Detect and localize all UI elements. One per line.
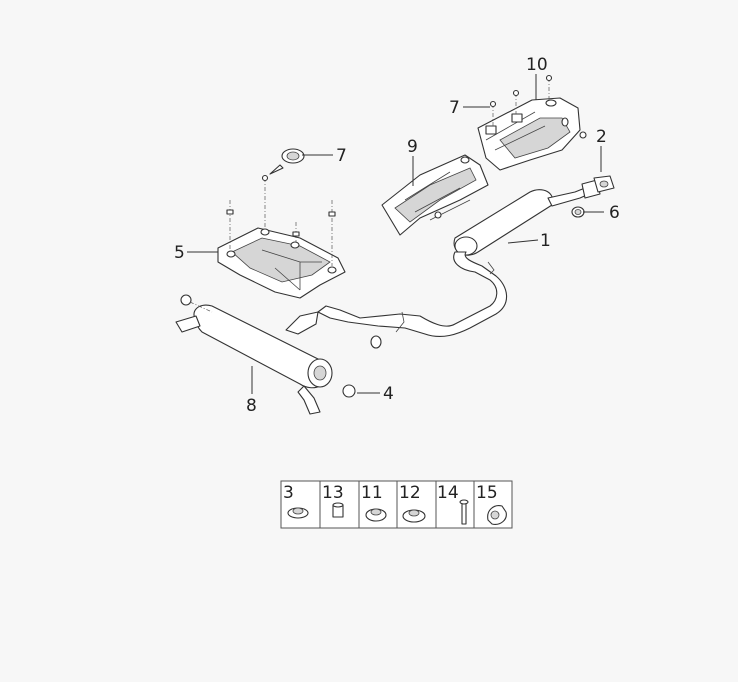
callout-4: 4	[383, 384, 394, 404]
legend-cell-11[interactable]: 11	[358, 480, 398, 529]
legend-cell-12[interactable]: 12	[396, 480, 437, 529]
callout-2: 2	[596, 127, 607, 147]
flange-nut-6[interactable]	[571, 206, 585, 218]
callout-9: 9	[407, 137, 418, 157]
heat-shield-5[interactable]	[217, 227, 346, 299]
legend-label-3: 3	[283, 483, 294, 503]
heat-shield-9[interactable]	[381, 154, 489, 236]
legend-label-15: 15	[476, 483, 498, 503]
legend-label-11: 11	[361, 483, 383, 503]
legend-cell-13[interactable]: 13	[319, 480, 360, 529]
heat-shield-10[interactable]	[477, 97, 587, 171]
callout-7-lower: 7	[336, 146, 347, 166]
callout-leaders	[187, 74, 604, 394]
legend-cell-3[interactable]: 3	[280, 480, 321, 529]
legend-label-12: 12	[399, 483, 421, 503]
callout-6: 6	[609, 203, 620, 223]
callout-1: 1	[540, 231, 551, 251]
screws-10	[489, 74, 553, 126]
legend-label-13: 13	[322, 483, 344, 503]
hanger-rubber-4[interactable]	[342, 335, 382, 398]
screws-5	[226, 174, 336, 266]
callout-10: 10	[526, 55, 548, 75]
callout-5: 5	[174, 243, 185, 263]
grommet-7-top	[269, 148, 305, 175]
muffler-8[interactable]	[175, 294, 333, 415]
legend-cell-14[interactable]: 14	[435, 480, 475, 529]
callout-8: 8	[246, 396, 257, 416]
muffler-assembly-1[interactable]	[317, 179, 601, 337]
callout-7-upper: 7	[449, 98, 460, 118]
legend-label-14: 14	[437, 483, 459, 503]
gasket-2[interactable]	[593, 175, 615, 193]
legend-cell-15[interactable]: 15	[473, 480, 513, 529]
fastener-legend: 3 13 11 12 14 1	[280, 480, 513, 529]
bolt-icon	[461, 501, 467, 525]
